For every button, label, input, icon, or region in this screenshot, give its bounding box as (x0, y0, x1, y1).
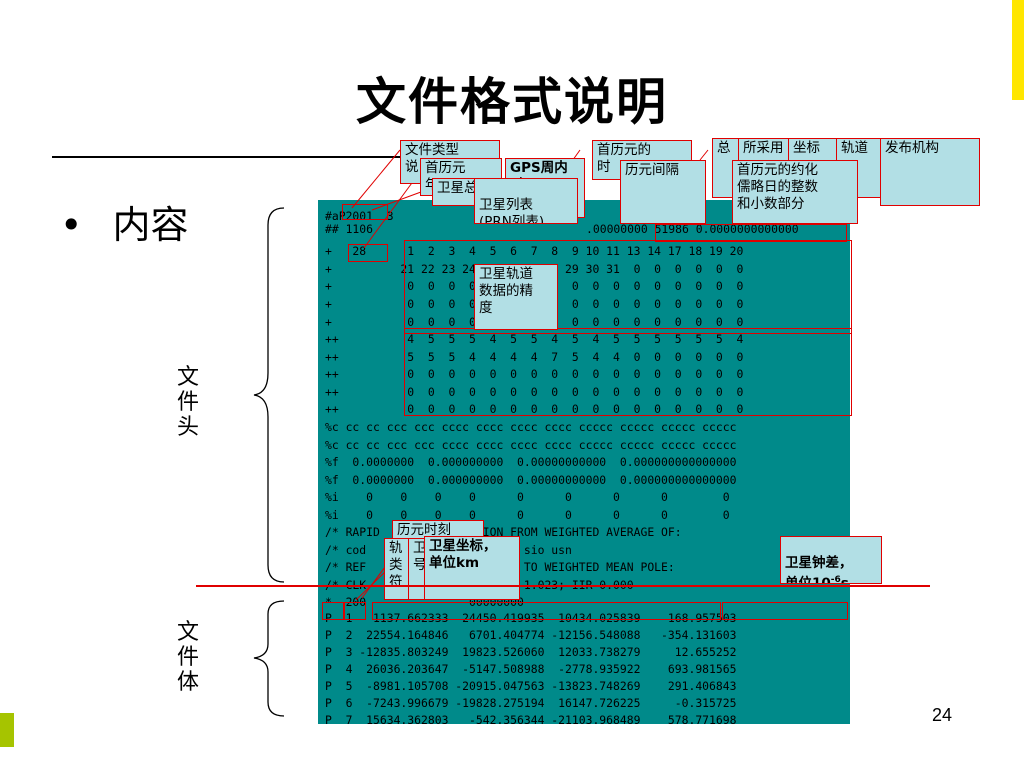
slide-title: 文件格式说明 (356, 73, 668, 131)
highlight-box (404, 240, 852, 334)
code-line: P 3 -12835.803249 19823.526060 12033.738… (325, 645, 737, 659)
code-line: ++ 0 0 0 0 0 0 0 0 0 0 0 0 0 0 0 0 0 (325, 367, 744, 381)
callout-sat-coord: 卫星坐标， 单位km (424, 536, 520, 600)
code-line: P 2 22554.164846 6701.404774 -12156.5480… (325, 628, 737, 642)
code-line: P 4 26036.203647 -5147.508988 -2778.9359… (325, 662, 737, 676)
highlight-box (322, 602, 344, 620)
callout-sat-list: 卫星列表 (PRN列表) (474, 178, 578, 224)
code-line: %f 0.0000000 0.000000000 0.00000000000 0… (325, 455, 737, 469)
bullet-item: • 内容 (60, 194, 189, 249)
callout-sat-clock-text: 卫星钟差， 单位10 (785, 555, 853, 584)
body-brace (253, 600, 285, 717)
sp3-code-panel: #aP2001 3 ## 1106 .00000000 51986 0.0000… (318, 200, 850, 724)
highlight-box (372, 602, 721, 620)
code-line: %c cc cc ccc ccc cccc cccc cccc cccc ccc… (325, 420, 737, 434)
file-header-label: 文 件 头 (176, 365, 199, 440)
code-line: ## 1106 (325, 222, 374, 236)
code-line: P 5 -8981.105708 -20915.047563 -13823.74… (325, 679, 737, 693)
file-body-label: 文 件 体 (176, 620, 199, 695)
code-line: P 1 1137.662333 24450.419935 10434.02583… (325, 611, 737, 625)
highlight-box (342, 204, 388, 220)
callout-accuracy: 卫星轨道 数据的精 度 (474, 264, 558, 330)
callout-agency: 发布机构 (880, 138, 980, 206)
code-line: P 6 -7243.996679 -19828.275194 16147.726… (325, 696, 737, 710)
accent-square (0, 713, 14, 747)
code-line: ++ 4 5 5 5 4 5 5 4 5 4 5 5 5 5 5 5 4 (325, 332, 744, 346)
header-brace (253, 207, 285, 583)
code-line: ++ 5 5 5 4 4 4 4 7 5 4 4 0 0 0 0 0 0 (325, 350, 744, 364)
highlight-box (344, 602, 366, 620)
code-line: ++ 0 0 0 0 0 0 0 0 0 0 0 0 0 0 0 0 0 (325, 385, 744, 399)
highlight-box (404, 328, 852, 416)
callout-sat-clock-exp: -6 (830, 575, 841, 584)
accent-bar (1012, 0, 1024, 100)
highlight-box (348, 244, 388, 262)
callout-record-type: 轨 类 符 (384, 538, 410, 600)
page-number: 24 (932, 705, 953, 725)
callout-sat-clock: 卫星钟差， 单位10-6s (780, 536, 882, 584)
code-line-tail: .00000000 51986 0.0000000000000 (586, 222, 799, 236)
code-line: ++ 0 0 0 0 0 0 0 0 0 0 0 0 0 0 0 0 0 (325, 402, 744, 416)
code-line: %i 0 0 0 0 0 0 0 0 0 (325, 508, 730, 522)
title-divider (52, 156, 402, 158)
callout-sat-list-text: 卫星列表 (PRN列表) (479, 197, 545, 224)
code-line: %i 0 0 0 0 0 0 0 0 0 (325, 490, 730, 504)
highlight-box (655, 224, 847, 242)
code-line: %f 0.0000000 0.000000000 0.00000000000 0… (325, 473, 737, 487)
callout-epoch-interval: 历元间隔 (620, 160, 706, 224)
callout-mjd: 首历元的约化 儒略日的整数 和小数部分 (732, 160, 858, 224)
bullet-dot: • (60, 203, 83, 247)
callout-sat-clock-unit: s (840, 575, 849, 584)
header-body-divider (196, 585, 930, 587)
code-line: /* RAPID INATION FROM WEIGHTED AVERAGE O… (325, 525, 682, 539)
highlight-box (722, 602, 848, 620)
bullet-text: 内容 (112, 203, 189, 247)
code-line: %c cc cc ccc ccc cccc cccc cccc cccc ccc… (325, 438, 737, 452)
code-line: + 28 1 2 3 4 5 6 7 8 9 10 11 13 14 17 18… (325, 244, 744, 258)
code-line: P 7 15634.362803 -542.356344 -21103.9684… (325, 713, 737, 725)
